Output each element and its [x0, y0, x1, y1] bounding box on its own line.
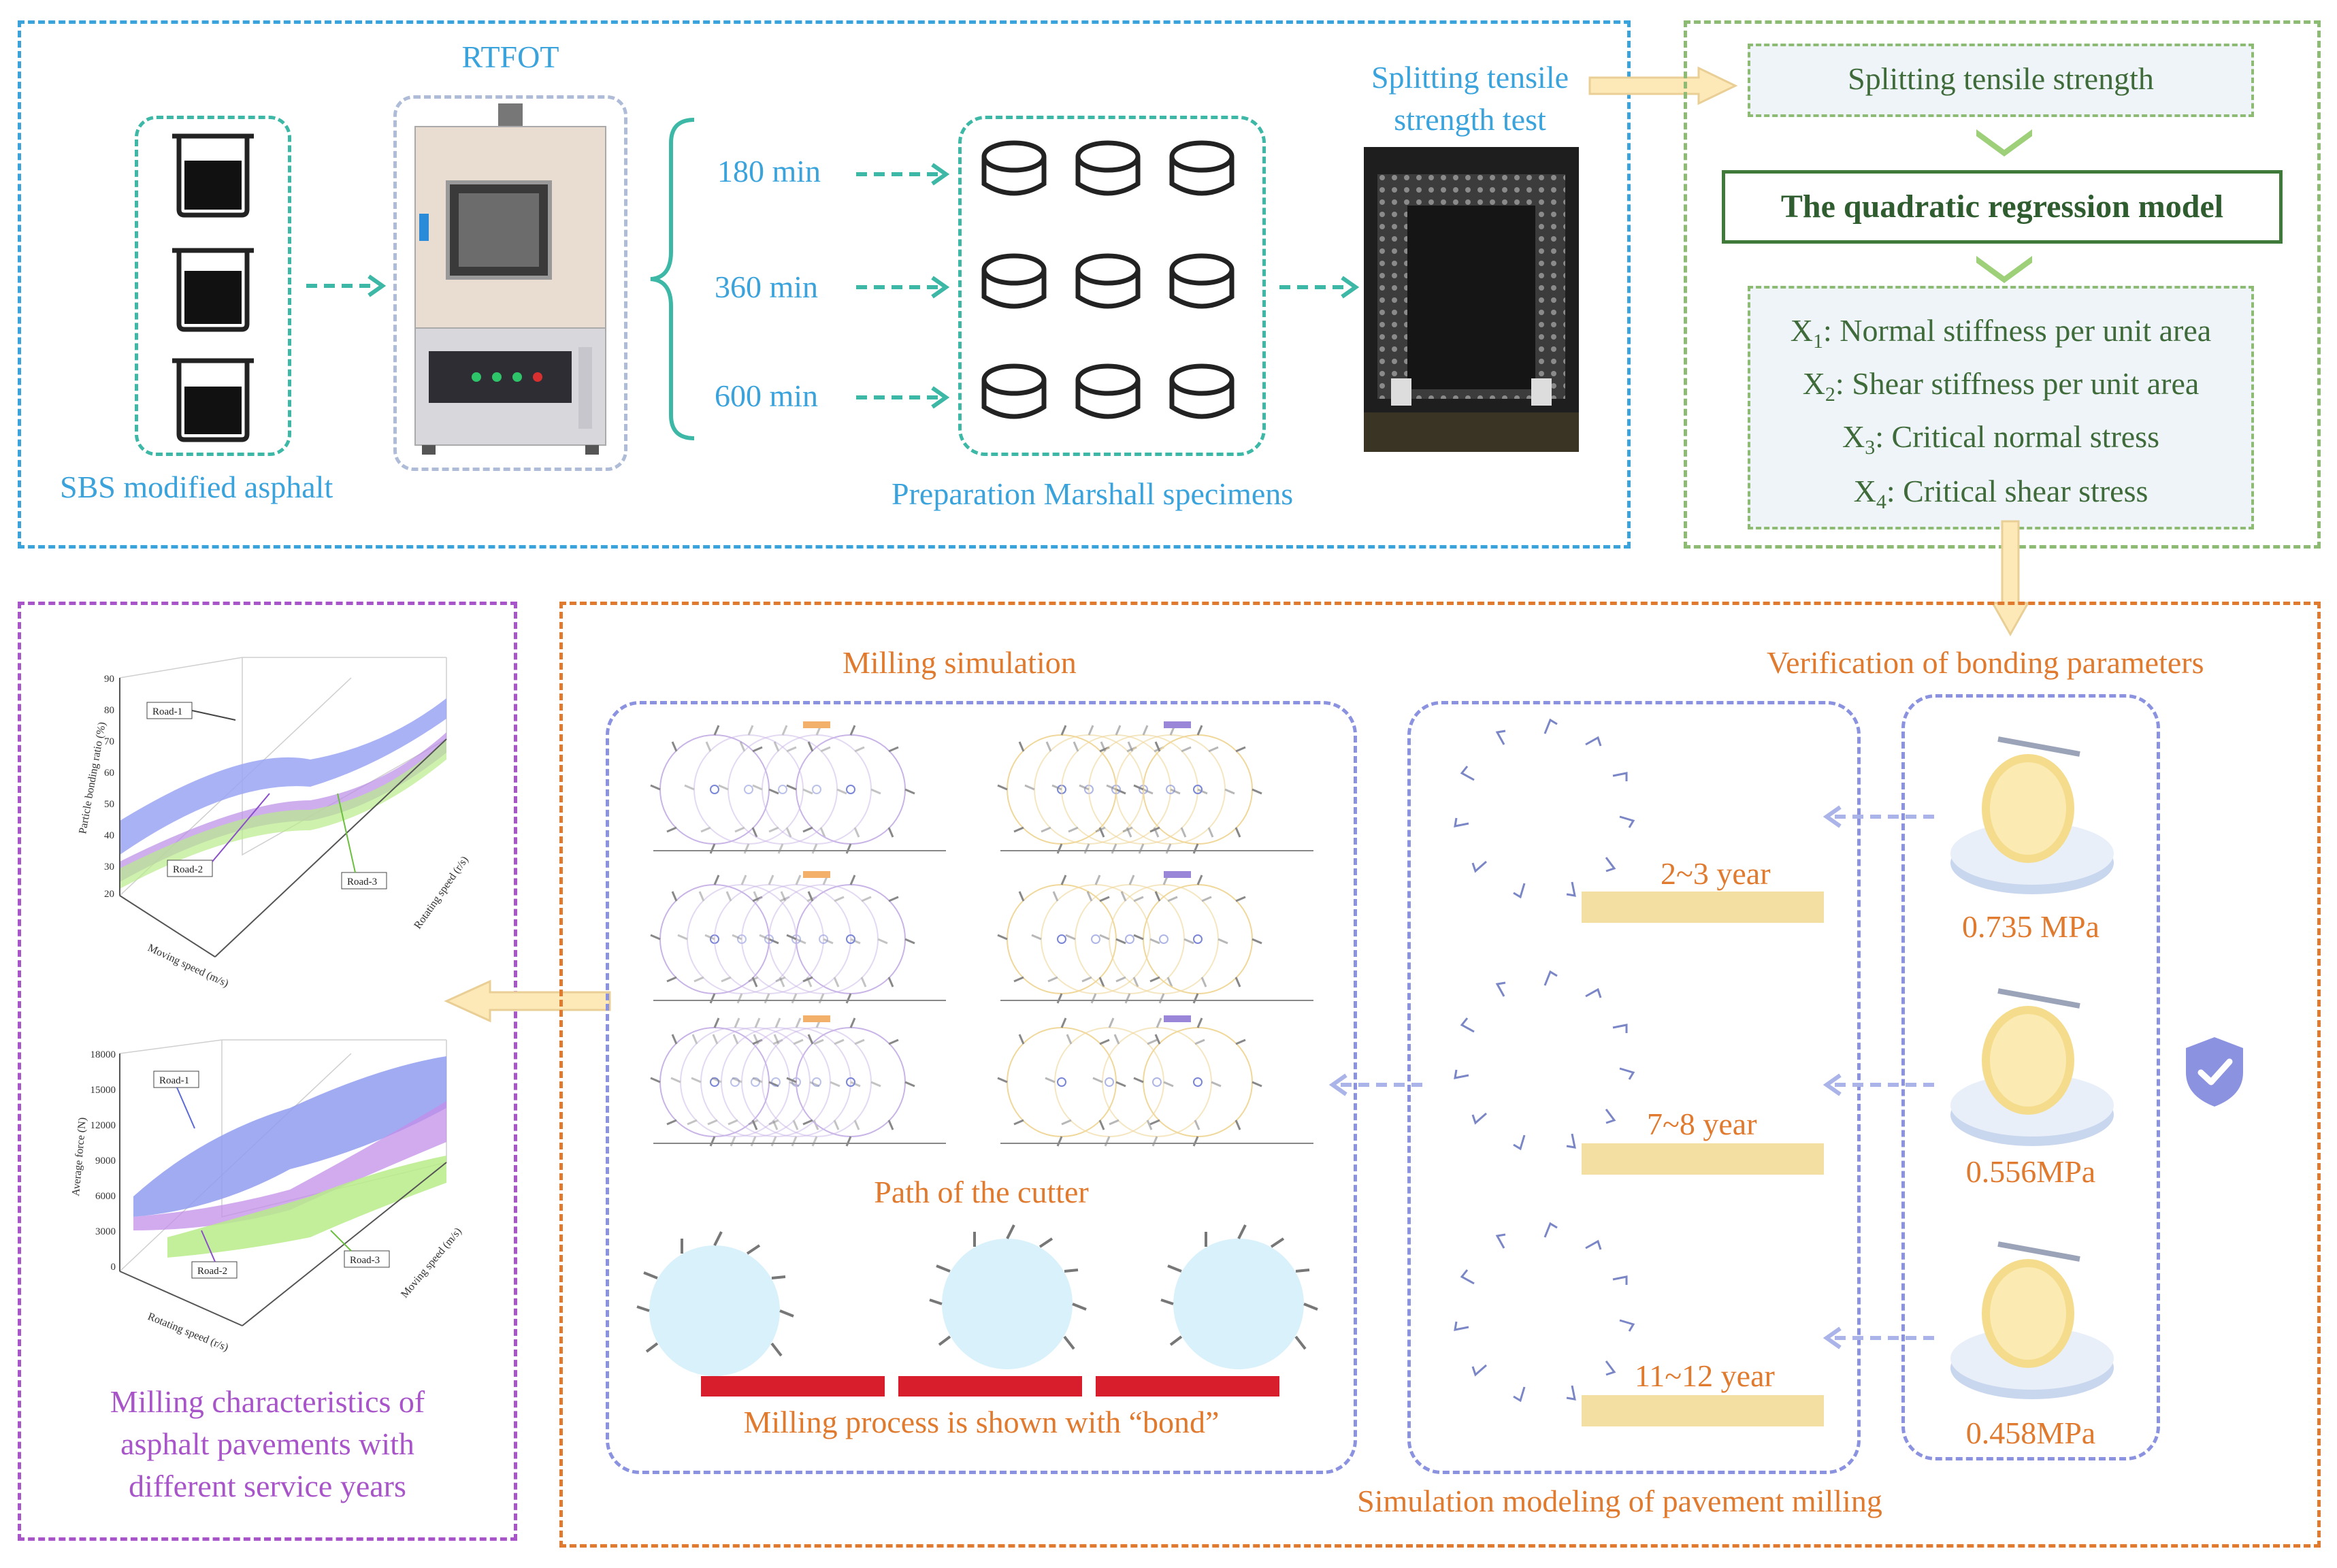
ytick: 40 — [104, 830, 114, 841]
regression-model-label: The quadratic regression model — [1780, 189, 2224, 225]
shield-check-icon — [2186, 1037, 2243, 1107]
dashed-arrow-left-icon — [1823, 1326, 1934, 1350]
road-label: Road-1 — [152, 706, 182, 717]
rtfot-oven-image — [414, 103, 606, 455]
chevron-down-icon — [1976, 129, 2032, 157]
rtfot-label: RTFOT — [461, 39, 559, 74]
cutter-model-icon — [1454, 718, 1635, 899]
pavement-layer — [1582, 1395, 1824, 1426]
chevron-down-icon — [1976, 256, 2032, 283]
year-label-2-3: 2~3 year — [1661, 856, 1771, 891]
dashed-arrow-icon — [856, 163, 950, 186]
milling-process-label: Milling process is shown with “bond” — [743, 1405, 1220, 1439]
splitting-strength-box — [1748, 44, 2254, 117]
dashed-arrow-icon — [306, 274, 387, 297]
fat-arrow-left-icon — [444, 979, 611, 1023]
variable-x4: X4: Critical shear stress — [1853, 474, 2148, 514]
specimens-group — [958, 116, 1266, 456]
ytick: 60 — [104, 768, 114, 779]
regression-model-box — [1722, 170, 2283, 244]
marshall-specimens-icon — [981, 140, 1252, 442]
z-axis-label: Moving speed (m/s) — [399, 1226, 464, 1301]
milling-characteristics-panel — [18, 602, 517, 1541]
road-label: Road-1 — [159, 1075, 189, 1086]
marshall-label: Preparation Marshall specimens — [892, 476, 1294, 511]
road-label: Road-3 — [347, 877, 377, 887]
shear-specimen-icon — [1950, 988, 2114, 1146]
ytick: 90 — [104, 674, 114, 685]
milling-simulation-title: Milling simulation — [843, 645, 1077, 680]
road-label: Road-2 — [173, 864, 203, 875]
cutter-path-group — [606, 701, 1357, 1474]
verification-group — [1901, 694, 2160, 1460]
brace-icon — [650, 118, 695, 440]
ytick: 12000 — [91, 1120, 116, 1131]
ytick: 0 — [111, 1262, 116, 1273]
fat-arrow-icon — [1588, 66, 1738, 105]
splitting-test-label-line2: strength test — [1394, 102, 1546, 137]
z-axis-label: Rotating speed (r/s) — [412, 854, 470, 931]
ytick: 6000 — [95, 1191, 116, 1202]
ytick: 30 — [104, 862, 114, 872]
ytick: 70 — [104, 736, 114, 747]
simulation-modeling-label: Simulation modeling of pavement milling — [1357, 1484, 1882, 1518]
ytick: 9000 — [95, 1156, 116, 1166]
y-axis-label: Average force (N) — [70, 1117, 88, 1196]
dashed-arrow-left-icon — [1823, 1073, 1934, 1096]
year-label-7-8: 7~8 year — [1647, 1107, 1757, 1141]
splitting-test-label-line1: Splitting tensile — [1371, 60, 1569, 95]
pressure-label-3: 0.458MPa — [1965, 1416, 2096, 1450]
variable-x3: X3: Critical normal stress — [1842, 419, 2159, 459]
variable-x2: X2: Shear stiffness per unit area — [1802, 366, 2200, 406]
beaker-icon — [172, 358, 254, 442]
surface-plot-bonding-ratio: 90 80 70 60 50 40 30 20 Particle bonding… — [77, 657, 471, 990]
splitting-strength-label: Splitting tensile strength — [1848, 61, 2154, 96]
surface-plot-average-force: 18000 15000 12000 9000 6000 3000 0 Avera… — [70, 1039, 464, 1354]
road-label: Road-3 — [350, 1255, 380, 1266]
ytick: 18000 — [91, 1049, 116, 1060]
preparation-panel — [18, 20, 1631, 549]
verification-title: Verification of bonding parameters — [1767, 645, 2204, 680]
beaker-icon — [172, 248, 254, 332]
variable-x1: X1: Normal stiffness per unit area — [1790, 313, 2212, 353]
caption-line1: Milling characteristics of — [110, 1384, 425, 1419]
cutter-path-label: Path of the cutter — [874, 1175, 1089, 1209]
pavement-model-group — [1407, 701, 1861, 1474]
caption-line3: different service years — [129, 1469, 406, 1503]
ytick: 80 — [104, 705, 114, 716]
beaker-icon — [172, 133, 254, 218]
time-label-360: 360 min — [715, 270, 819, 304]
x-axis-label: Moving speed (m/s) — [146, 942, 230, 990]
cutter-path-diagrams — [649, 721, 1313, 1147]
variables-box — [1748, 286, 2254, 529]
dashed-arrow-icon — [856, 386, 950, 409]
shear-specimen-icon — [1950, 1241, 2114, 1399]
time-label-600: 600 min — [715, 378, 819, 413]
ytick: 15000 — [91, 1085, 116, 1096]
milling-simulation-panel — [559, 602, 2321, 1548]
milling-process-diagram — [636, 1224, 1319, 1396]
pavement-layer — [1582, 892, 1824, 923]
pavement-layer — [1582, 1143, 1824, 1175]
ytick: 20 — [104, 889, 114, 900]
dashed-arrow-left-icon — [1328, 1073, 1426, 1096]
sbs-label: SBS modified asphalt — [60, 470, 333, 504]
beakers-group — [135, 116, 291, 456]
oven-group — [393, 95, 627, 471]
pressure-label-1: 0.735 MPa — [1962, 909, 2099, 944]
ytick: 50 — [104, 799, 114, 810]
cutter-model-icon — [1454, 970, 1635, 1151]
road-label: Road-2 — [197, 1266, 227, 1277]
splitting-test-photo — [1364, 147, 1579, 452]
dashed-arrow-icon — [856, 276, 950, 299]
time-label-180: 180 min — [717, 154, 821, 189]
ytick: 3000 — [95, 1226, 116, 1237]
shear-specimen-icon — [1950, 736, 2114, 894]
year-label-11-12: 11~12 year — [1635, 1358, 1775, 1393]
dashed-arrow-left-icon — [1823, 805, 1934, 828]
dashed-arrow-icon — [1279, 276, 1360, 299]
cutter-model-icon — [1454, 1222, 1635, 1403]
pressure-label-2: 0.556MPa — [1965, 1154, 2096, 1189]
caption-line2: asphalt pavements with — [120, 1426, 414, 1461]
